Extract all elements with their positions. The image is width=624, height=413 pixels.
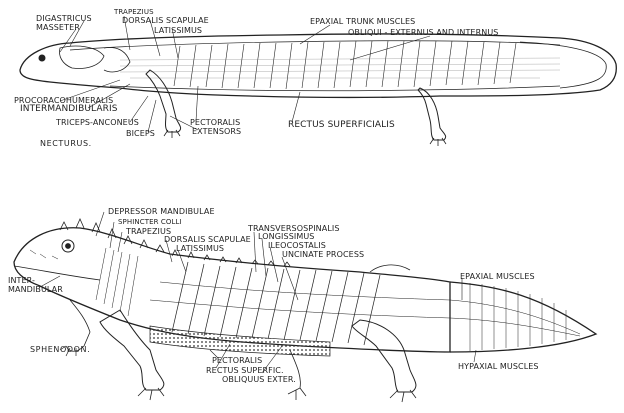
sphenodon-front-leg (100, 310, 164, 390)
label-triceps-anconeus: TRICEPS-ANCONEUS (56, 118, 139, 127)
necturus-front-limb (146, 70, 181, 132)
label-dorsalis-scapulae-n: DORSALIS SCAPULAE (122, 16, 209, 25)
label-dorsalis-scapulae-s: DORSALIS SCAPULAE (164, 235, 251, 244)
label-intermandibularis: INTERMANDIBULARIS (20, 104, 118, 114)
label-epaxial-trunk: EPAXIAL TRUNK MUSCLES (310, 17, 415, 26)
label-epaxial-muscles: EPAXIAL MUSCLES (460, 272, 535, 281)
label-obliqui: OBLIQUI - EXTERNUS AND INTERNUS (348, 28, 498, 37)
caption-necturus: NECTURUS. (40, 140, 92, 148)
label-extensors: EXTENSORS (192, 127, 241, 136)
label-rectus-superfic: RECTUS SUPERFIC. (206, 366, 284, 375)
label-latissimus-s: LATISSIMUS (176, 244, 224, 253)
label-sphincter-colli: SPHINCTER COLLI (118, 218, 182, 226)
sphenodon-hind-leg (352, 320, 416, 392)
label-obliquus-exter: OBLIQUUS EXTER. (222, 375, 296, 384)
label-pectoralis-n: PECTORALIS (190, 118, 240, 127)
sphenodon-body (14, 228, 450, 352)
label-biceps: BICEPS (126, 129, 155, 138)
label-uncinate-process: UNCINATE PROCESS (282, 250, 364, 259)
label-longissimus: LONGISSIMUS (258, 232, 314, 241)
label-digastricus: DIGASTRICUS (36, 14, 92, 23)
caption-sphenodon: SPHENODON. (30, 346, 90, 354)
label-ileocostalis: ILEOCOSTALIS (268, 241, 326, 250)
label-latissimus-n: LATISSIMUS (154, 26, 202, 35)
label-pectoralis-s: PECTORALIS (212, 356, 262, 365)
label-masseter: MASSETER (36, 23, 80, 32)
label-rectus-superficialis: RECTUS SUPERFICIALIS (288, 120, 395, 130)
label-hypaxial-muscles: HYPAXIAL MUSCLES (458, 362, 539, 371)
label-trapezius-n: TRAPEZIUS (114, 8, 154, 16)
label-intermandibular-1: INTER- (8, 276, 35, 285)
label-intermandibular-2: MANDIBULAR (8, 285, 63, 294)
label-depressor-mandibulae: DEPRESSOR MANDIBULAE (108, 207, 215, 216)
sphenodon-tail (450, 282, 596, 352)
